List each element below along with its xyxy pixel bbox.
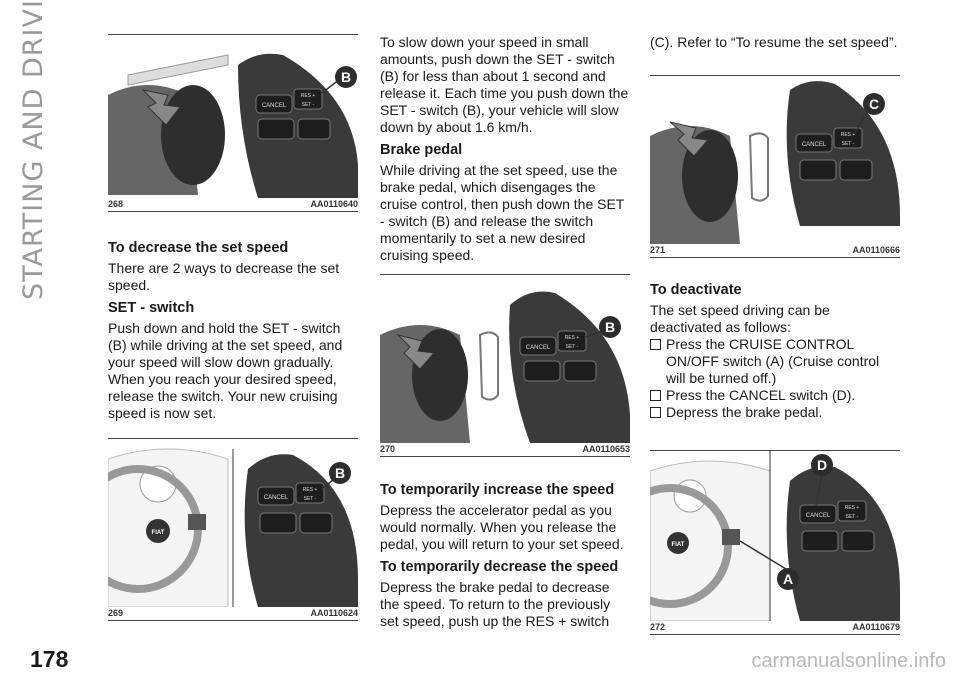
text-resume-ref: (C). Refer to “To resume the set speed”.: [650, 34, 900, 57]
figure-number: 268: [108, 199, 124, 209]
figure-caption: 272 AA0110679: [650, 622, 900, 635]
figure-caption: 268 AA0110640: [108, 199, 358, 212]
heading-decrease-speed: To decrease the set speed: [108, 240, 289, 256]
set-minus-label: SET -: [566, 344, 579, 350]
figure-269: FIAT CANCEL RES + SET - B 269 AA0110624: [108, 438, 358, 621]
cancel-button-label: CANCEL: [802, 142, 827, 148]
page-number: 178: [30, 646, 69, 672]
bullet-text: Press the CANCEL switch (D).: [666, 387, 856, 403]
text-decrease-speed: To decrease the set speed There are 2 wa…: [108, 240, 358, 428]
paragraph: Depress the brake pedal to decrease the …: [380, 579, 611, 629]
heading-set-switch: SET - switch: [108, 300, 195, 316]
fiat-logo-text: FIAT: [672, 542, 685, 548]
res-plus-label: RES +: [845, 505, 860, 511]
callout-label-c: C: [869, 96, 879, 112]
cancel-button-label: CANCEL: [806, 513, 831, 519]
figure-code: AA0110679: [852, 622, 900, 632]
figure-code: AA0110640: [310, 199, 358, 209]
callout-circle: [335, 66, 357, 88]
text-deactivate: To deactivate The set speed driving can …: [650, 282, 900, 421]
figure-caption: 271 AA0110666: [650, 245, 900, 258]
steering-switch-illustration: CANCEL RES + SET - B: [380, 291, 630, 443]
figure-270: CANCEL RES + SET - B 270 AA0110653: [380, 274, 630, 457]
heading-temporarily-increase: To temporarily increase the speed: [380, 482, 615, 498]
heading-brake-pedal: Brake pedal: [380, 142, 463, 158]
text-slow-down: To slow down your speed in small amounts…: [380, 34, 630, 270]
paragraph: While driving at the set speed, use the …: [380, 162, 625, 263]
callout-circle: [811, 454, 833, 476]
set-minus-label: SET -: [842, 141, 855, 147]
cancel-button-label: CANCEL: [264, 495, 289, 501]
paragraph: Push down and hold the SET - switch (B) …: [108, 320, 343, 421]
dashboard-illustration: FIAT CANCEL RES + SET - B: [108, 448, 358, 607]
callout-label-a: A: [783, 571, 793, 587]
steering-switch-illustration: CANCEL RES + SET - B: [108, 53, 358, 198]
figure-268: CANCEL RES + SET - B 268 AA0110640: [108, 34, 358, 212]
figure-code: AA0110624: [310, 608, 358, 618]
checkbox-bullet-icon: [650, 390, 661, 401]
res-plus-label: RES +: [303, 487, 318, 493]
callout-circle: [863, 93, 885, 115]
set-minus-label: SET -: [302, 102, 315, 108]
bullet-item: Press the CANCEL switch (D).: [650, 387, 900, 404]
bullet-item: Press the CRUISE CONTROL ON/OFF switch (…: [650, 336, 900, 387]
figure-number: 272: [650, 622, 666, 632]
callout-circle: [329, 462, 351, 484]
figure-272: FIAT CANCEL RES + SET - D A 272 AA011067…: [650, 450, 900, 635]
cancel-button-label: CANCEL: [262, 103, 287, 109]
fiat-logo-text: FIAT: [152, 530, 165, 536]
figure-caption: 269 AA0110624: [108, 608, 358, 621]
callout-circle: [777, 568, 799, 590]
steering-switch-illustration: CANCEL RES + SET - C: [650, 81, 900, 244]
cancel-button-label: CANCEL: [526, 345, 551, 351]
paragraph: The set speed driving can be deactivated…: [650, 302, 830, 335]
figure-caption: 270 AA0110653: [380, 444, 630, 457]
text-temporary-speed: To temporarily increase the speed Depres…: [380, 482, 630, 636]
res-plus-label: RES +: [841, 132, 856, 138]
heading-temporarily-decrease: To temporarily decrease the speed: [380, 559, 619, 575]
figure-code: AA0110653: [582, 444, 630, 454]
paragraph: There are 2 ways to decrease the set spe…: [108, 260, 340, 293]
callout-label-b: B: [335, 465, 345, 481]
callout-label-d: D: [817, 457, 827, 473]
paragraph: To slow down your speed in small amounts…: [380, 34, 629, 135]
checkbox-bullet-icon: [650, 407, 661, 418]
bullet-item: Depress the brake pedal.: [650, 404, 900, 421]
figure-number: 269: [108, 608, 124, 618]
checkbox-bullet-icon: [650, 339, 661, 350]
figure-code: AA0110666: [852, 245, 900, 255]
section-side-title: STARTING AND DRIVING: [18, 0, 49, 300]
callout-label-b: B: [605, 319, 615, 335]
paragraph: Depress the accelerator pedal as you wou…: [380, 502, 624, 552]
res-plus-label: RES +: [301, 93, 316, 99]
figure-271: CANCEL RES + SET - C 271 AA0110666: [650, 75, 900, 258]
set-minus-label: SET -: [304, 496, 317, 502]
bullet-text: Press the CRUISE CONTROL ON/OFF switch (…: [666, 336, 880, 386]
figure-number: 271: [650, 245, 666, 255]
callout-circle: [599, 316, 621, 338]
res-plus-label: RES +: [565, 335, 580, 341]
figure-number: 270: [380, 444, 396, 454]
heading-deactivate: To deactivate: [650, 282, 742, 298]
bullet-text: Depress the brake pedal.: [666, 404, 823, 420]
dashboard-illustration: FIAT CANCEL RES + SET - D A: [650, 451, 900, 621]
callout-label-b: B: [341, 69, 351, 85]
watermark: carmanualsonline.info: [751, 650, 946, 672]
paragraph: (C). Refer to “To resume the set speed”.: [650, 34, 898, 50]
set-minus-label: SET -: [846, 514, 859, 520]
